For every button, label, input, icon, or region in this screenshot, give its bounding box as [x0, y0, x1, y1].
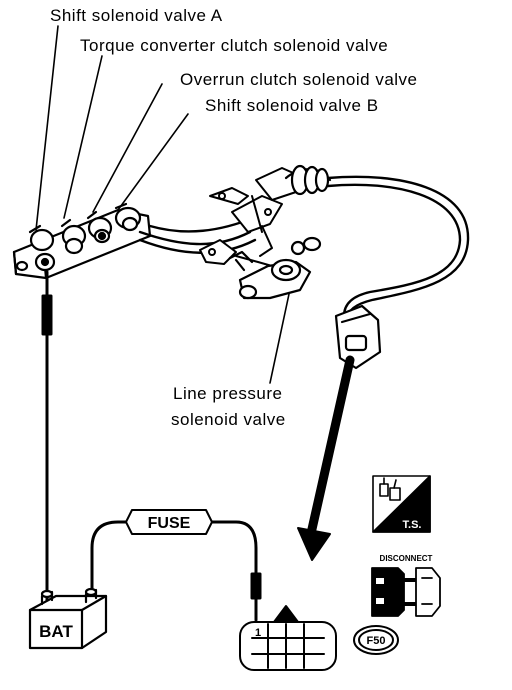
pointer-arrow	[297, 355, 355, 561]
leader-lines	[35, 25, 293, 384]
fuse	[125, 509, 213, 535]
test-tools-icon	[372, 475, 431, 533]
connector-code: F50	[367, 635, 386, 647]
label-shift-solenoid-a: Shift solenoid valve A	[50, 6, 223, 25]
wire-fuse-circuit	[90, 520, 262, 622]
line-pressure-solenoid	[228, 236, 322, 300]
solenoid-valve-assembly	[12, 202, 152, 280]
label-line-pressure-1: Line pressure	[173, 384, 283, 403]
terminal-connector	[239, 605, 337, 671]
disconnect-connector-icon	[371, 567, 441, 617]
label-line-pressure-2: solenoid valve	[171, 410, 286, 429]
harness-connector	[334, 304, 382, 370]
connector-code-badge	[353, 625, 399, 655]
harness-arc	[326, 175, 470, 320]
label-tcc-solenoid: Torque converter clutch solenoid valve	[80, 36, 389, 55]
battery	[28, 587, 108, 650]
harness-grommet	[284, 164, 332, 196]
terminal-number: 1	[255, 627, 261, 639]
label-shift-solenoid-b: Shift solenoid valve B	[205, 96, 379, 115]
wire-to-battery	[41, 270, 53, 602]
fuse-label: FUSE	[148, 515, 191, 532]
battery-label: BAT	[39, 622, 73, 641]
ts-label: T.S.	[403, 519, 422, 531]
disconnect-label: DISCONNECT	[380, 554, 433, 563]
harness-junction	[199, 167, 301, 267]
label-overrun-clutch-solenoid: Overrun clutch solenoid valve	[180, 70, 418, 89]
